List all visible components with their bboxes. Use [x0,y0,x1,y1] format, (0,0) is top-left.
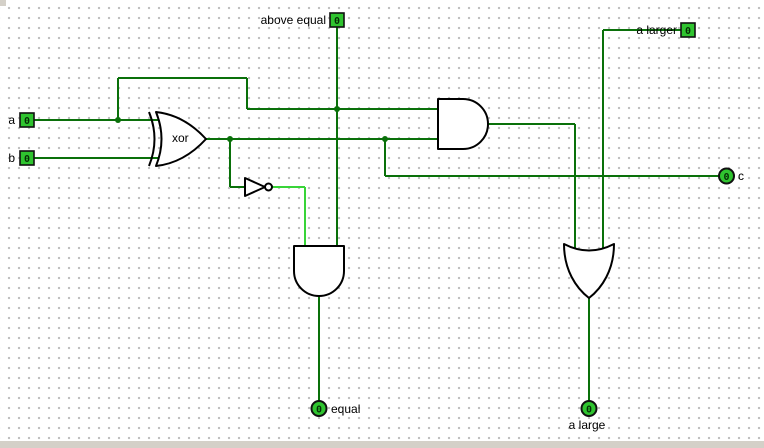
xor-gate-back-arc [148,111,156,167]
xor-gate-body[interactable] [155,111,207,167]
and-gate-bottom-body[interactable] [293,245,345,297]
pin-b-box[interactable] [19,150,35,166]
pin-b-label: b [8,151,15,165]
junction-dot [227,136,233,142]
pin-a-large-value: 0 [586,405,592,416]
input-pin-a-larger[interactable]: a larger 0 [636,22,696,38]
xor-gate[interactable]: xor [148,111,207,167]
canvas-corner-notch [0,0,6,6]
pin-equal-value: 0 [316,405,322,416]
output-pin-a-large[interactable]: 0 a large [569,400,606,432]
pin-a-value: 0 [24,116,30,127]
pin-a-large-label: a large [569,418,606,432]
output-pin-equal[interactable]: 0 equal [310,400,361,417]
pin-above-equal-label: above equal [261,13,326,27]
not-gate[interactable] [244,177,273,197]
or-gate-body[interactable] [563,243,615,299]
junction-dot [382,136,388,142]
pin-equal-label: equal [331,402,360,416]
junction-dot [115,117,121,123]
output-pin-c[interactable]: 0 c [718,167,744,185]
pin-a-larger-value: 0 [685,26,691,37]
and-gate-top-body[interactable] [437,98,489,150]
or-gate[interactable] [563,243,615,299]
junction-dot [334,106,340,112]
and-gate-bottom[interactable] [293,245,345,297]
pin-c-circle[interactable] [718,167,735,185]
input-pin-b[interactable]: b 0 [8,150,35,166]
pin-a-box[interactable] [19,112,35,128]
pin-a-large-circle[interactable] [580,400,598,417]
pin-c-label: c [738,169,744,183]
pin-a-label: a [8,113,15,127]
pin-a-larger-label: a larger [636,23,677,37]
xor-gate-label: xor [172,131,189,145]
pin-equal-circle[interactable] [310,400,328,417]
pin-above-equal-box[interactable] [329,12,345,28]
input-pin-a[interactable]: a 0 [8,112,35,128]
pin-c-value: 0 [723,172,729,183]
input-pin-above-equal[interactable]: above equal 0 [261,12,345,28]
window-bottom-edge [0,441,764,448]
not-gate-triangle[interactable] [244,177,266,197]
pin-b-value: 0 [24,154,30,165]
pin-above-equal-value: 0 [334,16,340,27]
not-gate-bubble-icon [264,182,273,192]
pin-a-larger-box[interactable] [680,22,696,38]
and-gate-top[interactable] [437,98,489,150]
